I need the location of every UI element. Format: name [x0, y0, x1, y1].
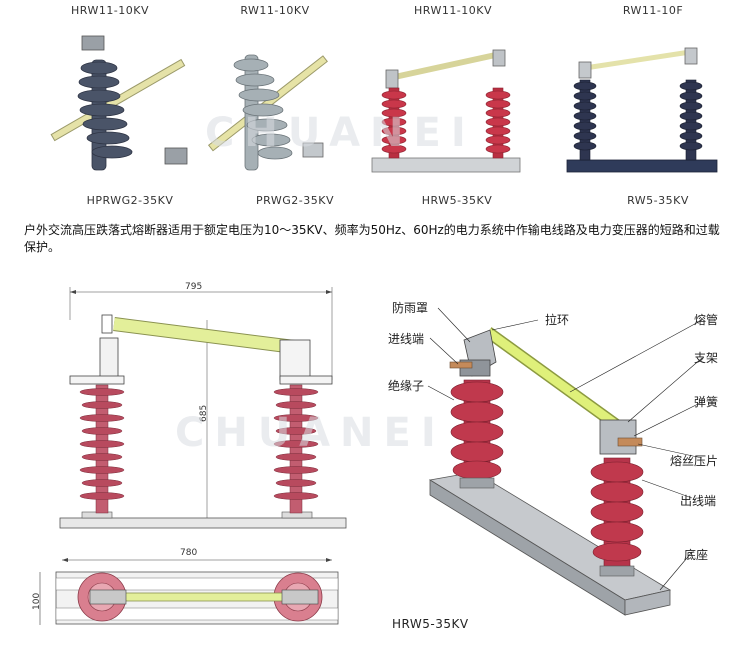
product-photo-2	[207, 54, 328, 171]
callout-fuse-tube: 熔管	[694, 313, 719, 327]
model-label-3: HRW11-10KV	[413, 4, 493, 17]
left-insulator	[79, 384, 125, 514]
model-label-6: PRWG2-35KV	[256, 194, 334, 207]
dimension-width-top: 795	[185, 282, 203, 292]
diagram-caption: HRW5-35KV	[392, 617, 469, 631]
labeled-3d-diagram	[427, 307, 703, 616]
callout-fuse-plate: 熔丝压片	[670, 454, 719, 468]
callout-pull-ring: 拉环	[545, 313, 570, 327]
watermark-top: CHUANEI	[205, 110, 476, 156]
watermark-bottom: CHUANEI	[175, 410, 446, 456]
callout-insulator: 绝缘子	[388, 379, 425, 393]
model-label-8: RW5-35KV	[627, 194, 689, 207]
callout-rain-cover: 防雨罩	[392, 301, 429, 315]
product-photo-3	[371, 49, 521, 173]
model-label-5: HPRWG2-35KV	[86, 194, 174, 207]
model-label-2: RW11-10KV	[240, 4, 310, 17]
model-label-7: HRW5-35KV	[421, 194, 493, 207]
callout-outlet: 出线端	[680, 494, 717, 508]
callout-inlet: 进线端	[388, 332, 425, 346]
dimension-depth: 100	[32, 592, 42, 610]
product-photo-1	[50, 35, 188, 171]
product-photo-4	[566, 47, 718, 173]
callout-bracket: 支架	[694, 351, 719, 365]
right-insulator	[273, 384, 319, 514]
product-description: 户外交流高压跌落式熔断器适用于额定电压为10～35KV、频率为50Hz、60Hz…	[24, 223, 720, 254]
front-view-drawing	[59, 287, 347, 529]
dimension-width-bottom: 780	[180, 548, 198, 558]
callout-base: 底座	[684, 548, 709, 562]
top-view-drawing	[39, 558, 339, 625]
model-label-1: HRW11-10KV	[70, 4, 150, 17]
model-label-4: RW11-10F	[622, 4, 684, 17]
callout-spring: 弹簧	[694, 395, 719, 409]
